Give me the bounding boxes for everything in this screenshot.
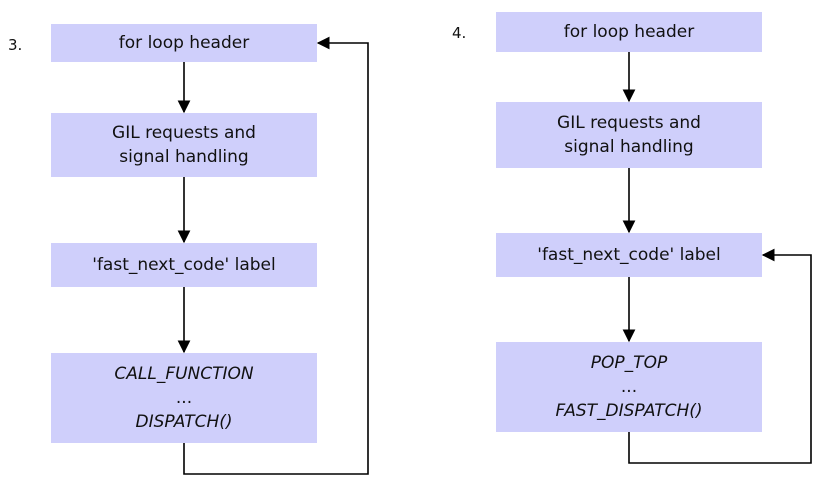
d3-opcode-node: CALL_FUNCTION ... DISPATCH() bbox=[51, 353, 317, 443]
d3-loop-header-text: for loop header bbox=[118, 33, 250, 53]
d4-loop-back-arrow bbox=[628, 248, 812, 464]
d4-gil-node: GIL requests and signal handling bbox=[496, 102, 762, 168]
d4-loop-header-text: for loop header bbox=[563, 22, 695, 42]
d3-gil-text-2: signal handling bbox=[119, 147, 249, 167]
diagram3-number: 3. bbox=[8, 36, 23, 54]
diagram4-number: 4. bbox=[452, 24, 467, 42]
d4-opcode-text-3: FAST_DISPATCH() bbox=[555, 401, 703, 421]
d4-opcode-text-1: POP_TOP bbox=[590, 353, 668, 373]
d3-gil-text-1: GIL requests and bbox=[112, 123, 256, 143]
d4-gil-text-1: GIL requests and bbox=[557, 113, 701, 133]
d4-gil-text-2: signal handling bbox=[564, 137, 694, 157]
d4-opcode-node: POP_TOP ... FAST_DISPATCH() bbox=[496, 342, 762, 432]
d3-gil-node: GIL requests and signal handling bbox=[51, 113, 317, 177]
d3-loop-header-node: for loop header bbox=[51, 24, 317, 62]
d3-opcode-text-2: ... bbox=[175, 388, 193, 408]
d3-fast-next-code-node: 'fast_next_code' label bbox=[51, 243, 317, 287]
d4-fast-next-code-node: 'fast_next_code' label bbox=[496, 233, 762, 277]
d3-opcode-text-3: DISPATCH() bbox=[135, 412, 233, 432]
d4-opcode-text-2: ... bbox=[620, 377, 638, 397]
d3-fast-next-code-text: 'fast_next_code' label bbox=[92, 255, 276, 275]
d4-loop-header-node: for loop header bbox=[496, 12, 762, 52]
d3-opcode-text-1: CALL_FUNCTION bbox=[114, 364, 254, 384]
d3-loop-back-arrow bbox=[183, 36, 369, 475]
d4-fast-next-code-text: 'fast_next_code' label bbox=[537, 245, 721, 265]
